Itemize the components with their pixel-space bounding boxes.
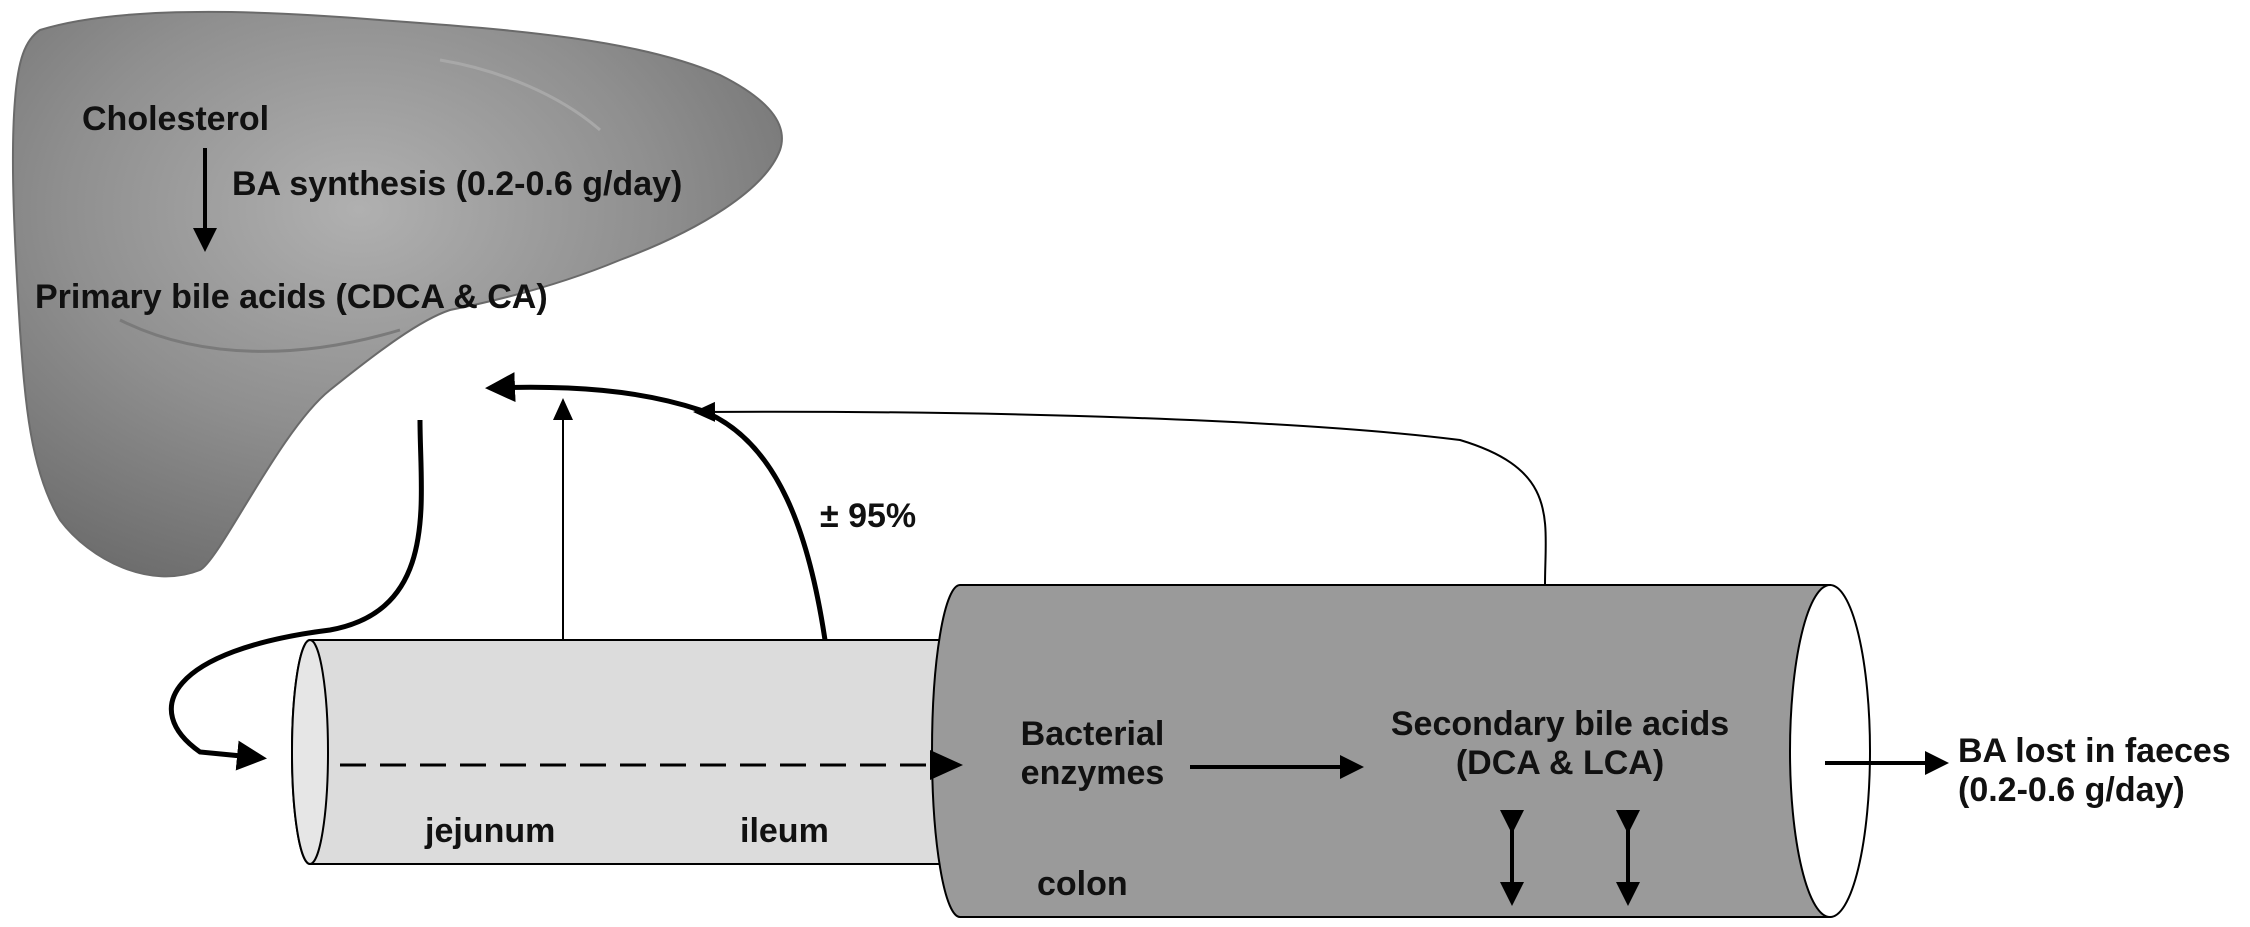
- secondary-bile-acids-line1: Secondary bile acids: [1390, 705, 1730, 743]
- ileum-label: ileum: [740, 812, 829, 850]
- recirculation-percent-label: ± 95%: [820, 497, 917, 535]
- liver-lobe-detail-2: [119, 318, 401, 353]
- faeces-loss-line2: (0.2-0.6 g/day): [1958, 771, 2185, 810]
- colon-reabsorption-arrow: [693, 401, 1547, 586]
- bile-secretion-arrow: [168, 419, 424, 771]
- small-intestine: [291, 639, 961, 865]
- jejunum-label: jejunum: [425, 812, 556, 850]
- faeces-loss-line1: BA lost in faeces: [1958, 732, 2231, 770]
- synthesis-label: BA synthesis (0.2-0.6 g/day): [232, 165, 683, 203]
- cholesterol-label: Cholesterol: [82, 100, 270, 138]
- secondary-bile-acids-label: Secondary bile acids (DCA & LCA): [1370, 705, 1750, 783]
- colon-label: colon: [1037, 865, 1128, 903]
- small-intestine-end: [291, 639, 329, 865]
- ileum-reabsorption-arrow: [485, 372, 828, 641]
- secondary-bile-acids-line2: (DCA & LCA): [1455, 744, 1665, 783]
- bacterial-enzymes-line2: enzymes: [1020, 754, 1165, 793]
- faeces-loss-label: BA lost in faeces (0.2-0.6 g/day): [1958, 732, 2231, 810]
- colon-opening: [1789, 584, 1871, 918]
- bacterial-enzymes-line1: Bacterial: [1020, 715, 1165, 753]
- primary-bile-acids-label: Primary bile acids (CDCA & CA): [35, 278, 548, 316]
- liver-lobe-detail: [439, 58, 601, 132]
- bacterial-enzymes-label: Bacterial enzymes: [995, 715, 1190, 793]
